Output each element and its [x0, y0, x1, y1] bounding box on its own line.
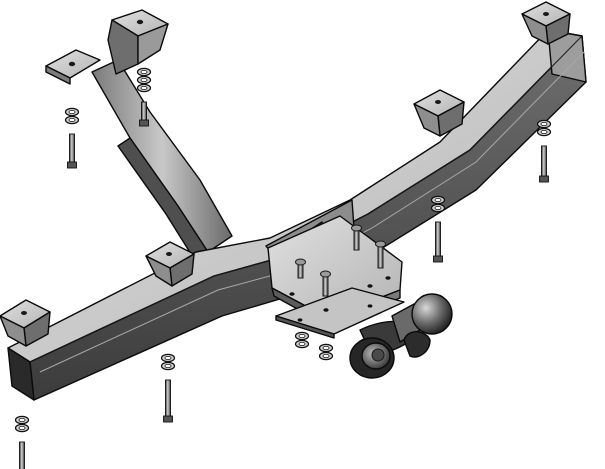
diagonal-support-arm — [91, 59, 233, 263]
plate-bolt-2 — [320, 270, 331, 297]
fastener-stack-8 — [318, 343, 334, 361]
bolt — [19, 441, 25, 469]
bolt — [69, 133, 75, 165]
tow-ball-assembly — [349, 293, 453, 379]
beam-bracket-center-right — [413, 89, 465, 137]
plate-bolt-1 — [295, 258, 306, 279]
bolt — [141, 101, 147, 123]
fastener-stack-3 — [536, 119, 552, 183]
fastener-stack-2 — [64, 107, 80, 169]
bolt — [541, 145, 547, 179]
fastener-stack-4 — [430, 195, 446, 263]
plate-bolt-3 — [351, 224, 362, 251]
arm-mounting-bracket-top — [107, 9, 169, 75]
plate-bolts — [295, 224, 386, 297]
fastener-stack-5 — [160, 353, 176, 423]
arm-mounting-bracket-left — [45, 49, 101, 85]
plate-bolt-4 — [375, 240, 386, 269]
bolt — [165, 379, 171, 419]
beam-bracket-right — [521, 1, 571, 45]
fastener-stack-7 — [294, 331, 310, 349]
fastener-stack-1 — [136, 67, 152, 127]
fastener-stack-6 — [14, 415, 30, 469]
beam-bracket-center-left — [145, 241, 195, 287]
hitch-mounting-plate — [265, 199, 405, 339]
beam-bracket-left — [0, 299, 51, 347]
bolt — [435, 221, 441, 259]
loose-fasteners — [14, 67, 552, 469]
